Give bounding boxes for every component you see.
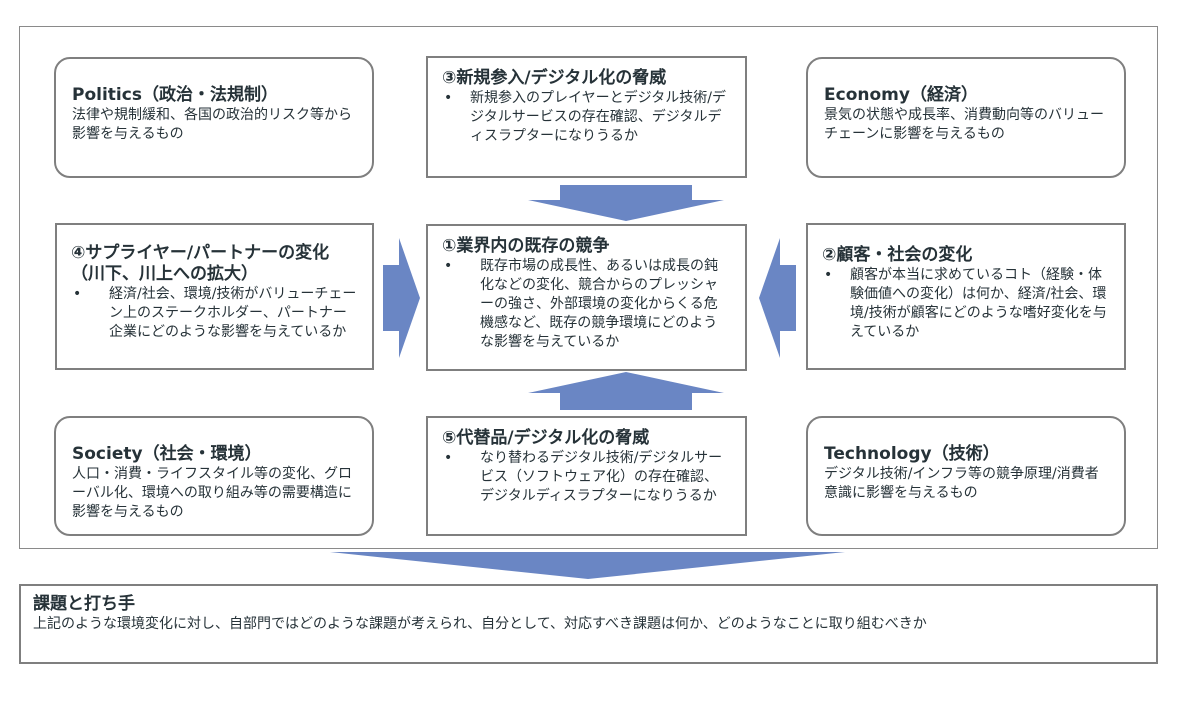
- conclusion-box: 課題と打ち手 上記のような環境変化に対し、自部門ではどのような課題が考えられ、自…: [19, 584, 1158, 664]
- arrow-right-icon: [383, 238, 420, 358]
- substitutes-title: ⑤代替品/デジタル化の脅威: [442, 428, 650, 448]
- substitutes-bullet: なり替わるデジタル技術/デジタルサービス（ソフトウェア化）の存在確認、デジタルデ…: [480, 450, 723, 504]
- bullet: •: [73, 286, 82, 302]
- conclusion-title: 課題と打ち手: [33, 594, 135, 614]
- rivalry-title: ①業界内の既存の競争: [442, 236, 610, 256]
- technology-body: デジタル技術/インフラ等の競争原理/消費者意識に影響を与えるもの: [824, 466, 1099, 501]
- suppliers-bullet: 経済/社会、環境/技術がバリューチェーン上のステークホルダー、パートナー企業にど…: [109, 286, 357, 340]
- new-entrants-bullet: 新規参入のプレイヤーとデジタル技術/デジタルサービスの存在確認、デジタルディスラ…: [470, 90, 727, 144]
- customers-title: ②顧客・社会の変化: [822, 245, 973, 265]
- rivalry-bullet: 既存市場の成長性、あるいは成長の鈍化などの変化、競合からのプレッシャーの強さ、外…: [480, 258, 718, 350]
- framework-frame: [19, 26, 1158, 549]
- bullet: •: [444, 450, 453, 466]
- substitutes-box: ⑤代替品/デジタル化の脅威 • なり替わるデジタル技術/デジタルサービス（ソフトウ…: [426, 416, 747, 536]
- bullet: •: [444, 258, 453, 274]
- technology-title: Technology（技術）: [824, 444, 1000, 464]
- new-entrants-title: ③新規参入/デジタル化の脅威: [442, 68, 667, 88]
- bullet: •: [444, 90, 453, 106]
- funnel-arrow-icon: [330, 552, 845, 579]
- arrow-left-icon: [759, 238, 796, 358]
- new-entrants-box: ③新規参入/デジタル化の脅威 • 新規参入のプレイヤーとデジタル技術/デジタルサー…: [426, 56, 747, 178]
- society-title: Society（社会・環境）: [72, 444, 262, 464]
- suppliers-subtitle: （川下、川上への拡大）: [71, 264, 258, 284]
- customers-bullet: 顧客が本当に求めているコト（経験・体験価値への変化）は何か、経済/社会、環境/技…: [850, 267, 1107, 340]
- economy-body: 景気の状態や成長率、消費動向等のバリューチェーンに影響を与えるもの: [824, 107, 1104, 142]
- rivalry-box: ①業界内の既存の競争 • 既存市場の成長性、あるいは成長の鈍化などの変化、競合から…: [426, 224, 747, 371]
- arrow-up-icon: [528, 372, 724, 410]
- arrow-down-icon: [528, 185, 724, 221]
- society-body: 人口・消費・ライフスタイル等の変化、グローバル化、環境への取り組み等の需要構造に…: [72, 466, 352, 520]
- economy-box: Economy（経済） 景気の状態や成長率、消費動向等のバリューチェーンに影響を…: [806, 57, 1126, 178]
- politics-box: Politics（政治・法規制） 法律や規制緩和、各国の政治的リスク等から影響を…: [54, 57, 374, 178]
- technology-box: Technology（技術） デジタル技術/インフラ等の競争原理/消費者意識に影…: [806, 416, 1126, 536]
- society-box: Society（社会・環境） 人口・消費・ライフスタイル等の変化、グローバル化、…: [54, 416, 374, 536]
- politics-title: Politics（政治・法規制）: [72, 85, 278, 105]
- bullet: •: [824, 267, 833, 283]
- politics-body: 法律や規制緩和、各国の政治的リスク等から影響を与えるもの: [72, 107, 352, 142]
- economy-title: Economy（経済）: [824, 85, 978, 105]
- suppliers-title: ④サプライヤー/パートナーの変化: [71, 243, 330, 263]
- customers-box: ②顧客・社会の変化 • 顧客が本当に求めているコト（経験・体験価値への変化）は何か…: [806, 223, 1126, 370]
- conclusion-body: 上記のような環境変化に対し、自部門ではどのような課題が考えられ、自分として、対応…: [33, 616, 927, 632]
- suppliers-box: ④サプライヤー/パートナーの変化 （川下、川上への拡大） • 経済/社会、環境/技…: [55, 223, 374, 370]
